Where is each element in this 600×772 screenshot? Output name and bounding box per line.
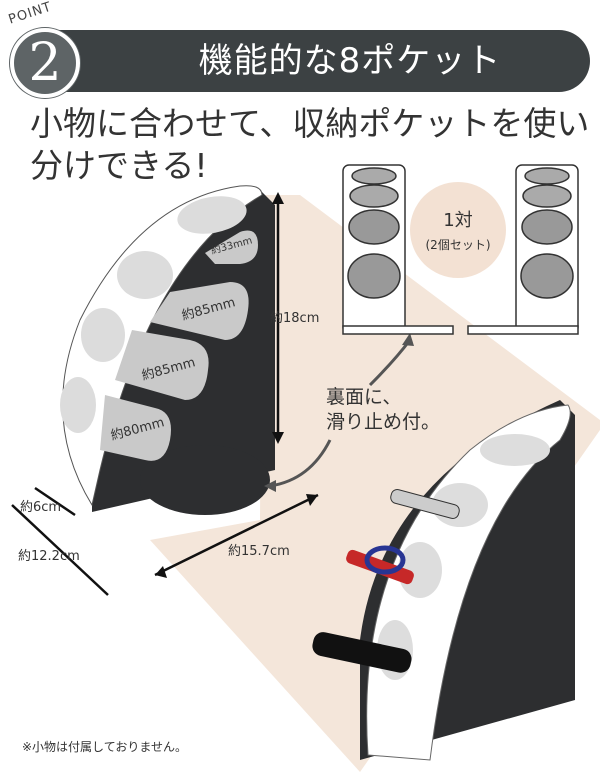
antislip-line2: 滑り止め付。 xyxy=(326,411,441,433)
pen xyxy=(390,489,460,519)
pen-hole xyxy=(60,377,96,433)
marker-red xyxy=(346,549,414,585)
header-bar xyxy=(52,30,590,92)
height-label: 約18cm xyxy=(270,311,319,326)
back-view-left xyxy=(342,164,454,335)
pocket xyxy=(205,230,258,264)
antislip-note: 裏面に、 滑り止め付。 xyxy=(326,385,440,435)
pair-badge-sub: (2個セット) xyxy=(425,238,491,252)
width-arrow xyxy=(11,504,109,596)
width-label: 約12.2cm xyxy=(18,549,80,564)
length-label: 約15.7cm xyxy=(228,544,290,559)
antislip-line1: 裏面に、 xyxy=(326,386,402,408)
back-view-right xyxy=(467,164,579,335)
pocket xyxy=(115,330,209,400)
marker-black xyxy=(312,632,412,673)
depth-label: 約6cm xyxy=(20,500,61,515)
stand-base-foot xyxy=(140,445,270,515)
pen-hole xyxy=(177,196,247,234)
depth-arrow xyxy=(34,486,76,517)
pair-badge-main: 1対 xyxy=(443,210,473,231)
pen-hole xyxy=(81,308,125,362)
pen-hole xyxy=(117,251,173,299)
antislip-arrow xyxy=(269,439,332,488)
pocket xyxy=(100,395,171,461)
footnote: ※小物は付属しておりません。 xyxy=(22,740,187,754)
length-arrow xyxy=(154,493,319,577)
pocket xyxy=(150,282,249,340)
point-number-badge: 2 xyxy=(10,28,80,98)
pair-badge: 1対 (2個セット) xyxy=(410,182,506,278)
page-title: 機能的な8ポケット xyxy=(198,41,502,81)
scissors-handle xyxy=(364,545,406,575)
subtitle: 小物に合わせて、収納ポケットを使い分けできる! xyxy=(30,104,590,185)
